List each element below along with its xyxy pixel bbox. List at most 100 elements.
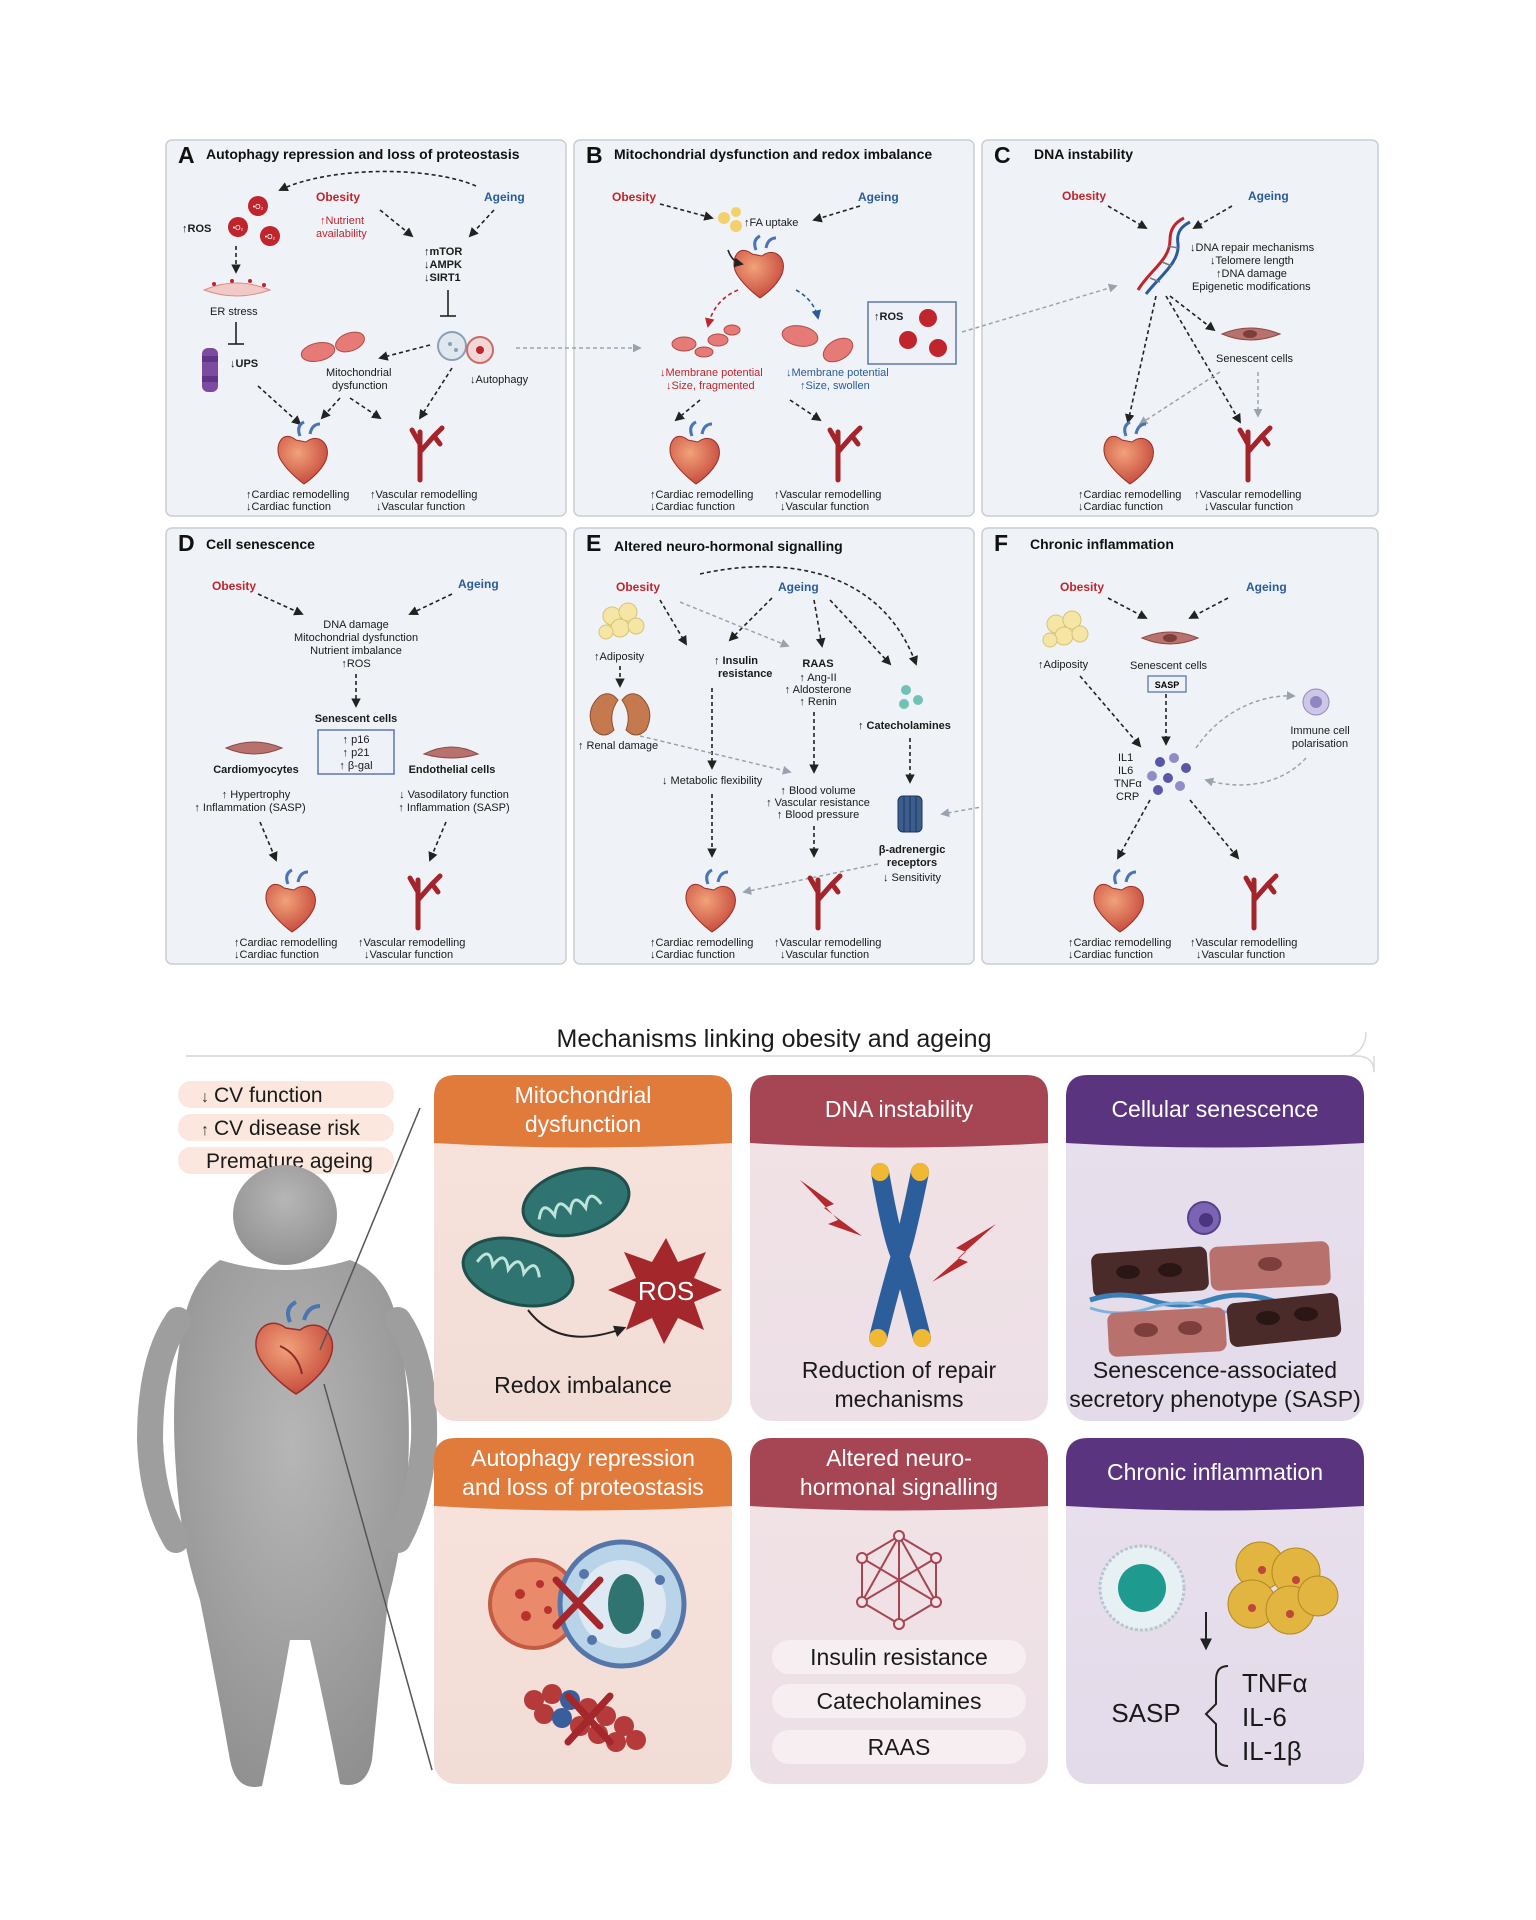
panel-f-crp: CRP (1116, 791, 1139, 803)
ros-label: ROS (638, 1276, 694, 1306)
summary-section: Mechanisms linking obesity and ageing ↓ … (136, 1025, 1375, 1787)
tag-label: CV disease risk (214, 1117, 360, 1140)
panel-a-mtor: ↑mTOR (424, 246, 462, 258)
cross-panel-arrow (961, 283, 1118, 333)
card-mitochondrial-dysfunction: Mitochondrial dysfunction ROS Redox imba… (434, 1075, 732, 1421)
card-neuro-hormonal: Altered neuro- hormonal signalling Insul… (750, 1438, 1048, 1784)
vessel-icon (827, 425, 863, 483)
panel-e-beta-1: β-adrenergic (879, 844, 946, 856)
mitochondrion-icon (461, 1236, 575, 1308)
card-caption: secretory phenotype (SASP) (1069, 1386, 1360, 1412)
endothelial-cell-icon (422, 746, 480, 759)
card-cellular-senescence: Cellular senescence Senescence-associate… (1066, 1075, 1364, 1421)
card-title: dysfunction (525, 1111, 641, 1137)
arrow (727, 249, 744, 268)
card-header (1066, 1438, 1364, 1511)
heart-icon (1093, 868, 1144, 933)
receptor-icon (897, 795, 923, 833)
panel-a-sirt1: ↓SIRT1 (424, 272, 461, 284)
panel-a-ups: ↓UPS (230, 358, 258, 370)
arrow (674, 399, 701, 422)
cytokine-label: IL-6 (1242, 1702, 1287, 1732)
panel-b-vascular-2: ↓Vascular function (780, 501, 869, 513)
panel-b-mp1b: ↓Size, fragmented (666, 380, 755, 392)
tag-cv-disease-risk (178, 1114, 394, 1141)
panel-d-cause-3: Nutrient imbalance (310, 645, 402, 657)
panel-b-obesity: Obesity (612, 190, 656, 204)
panel-f-il1: IL1 (1118, 752, 1133, 764)
panel-a-autophagy: ↓Autophagy (470, 374, 529, 386)
arrow (659, 599, 687, 646)
adipocyte-cluster-icon (1227, 1541, 1339, 1635)
panel-f-title: Chronic inflammation (1030, 536, 1174, 552)
arrow (527, 1309, 627, 1338)
adipocyte-icon (1042, 610, 1089, 648)
mitochondria-icon (300, 331, 365, 362)
panel-d-cardio: Cardiomyocytes (213, 764, 299, 776)
vessel-icon (1243, 873, 1279, 931)
panel-a-mito-1: Mitochondrial (326, 367, 391, 379)
panel-e-title: Altered neuro-hormonal signalling (614, 538, 843, 554)
panel-a-title: Autophagy repression and loss of proteos… (206, 146, 520, 162)
panel-c-ageing: Ageing (1248, 189, 1289, 203)
panel-c-obesity: Obesity (1062, 189, 1106, 203)
marker-box (317, 729, 395, 775)
card-title: Mitochondrial (515, 1082, 652, 1108)
panel-c-senescent: Senescent cells (1216, 353, 1294, 365)
cytokine-label: IL-1β (1242, 1736, 1302, 1766)
panel-c-title: DNA instability (1034, 146, 1133, 162)
panel-c-cardiac-1: ↑Cardiac remodelling (1078, 489, 1181, 501)
pill-catecholamines (772, 1684, 1026, 1718)
arrow (699, 565, 918, 666)
mitochondrion-icon (521, 1166, 631, 1238)
tag-arrow: ↓ (201, 1089, 209, 1106)
panel-a-nutrient-1: ↑Nutrient (320, 215, 364, 227)
panel-e-raas: RAAS (802, 658, 833, 670)
heart-icon (733, 234, 784, 299)
arrow (812, 205, 861, 223)
arrow (1195, 691, 1296, 749)
panel-e-vascular-2: ↓Vascular function (780, 949, 869, 961)
autophagosome-icon (437, 331, 494, 364)
catecholamine-icon (899, 685, 923, 709)
arrow (1107, 205, 1148, 229)
arrow (408, 593, 453, 616)
arrow (257, 593, 304, 616)
arrow (789, 399, 822, 422)
panel-d-ageing: Ageing (458, 577, 499, 591)
ros-burst-icon: ROS (608, 1238, 722, 1344)
heart-icon (669, 420, 720, 485)
panel-b-letter: B (586, 142, 603, 168)
heart-icon (265, 868, 316, 933)
panel-a-er-stress: ER stress (210, 306, 258, 318)
arrow (278, 170, 477, 192)
panel-e-vascular-1: ↑Vascular remodelling (774, 937, 881, 949)
arrow (679, 601, 790, 648)
immune-cell-icon (1187, 1201, 1221, 1235)
arrow (639, 735, 792, 775)
panel-b-ros: ↑ROS (874, 311, 903, 323)
arrow (349, 397, 382, 420)
panel-c: C DNA instability Obesity Ageing ↓DNA re… (516, 139, 1379, 517)
ros-molecules-icon: •O₂ •O₂ •O₂ (228, 196, 280, 246)
blue-arrow (795, 289, 822, 320)
panel-e-letter: E (586, 530, 601, 556)
heart-icon (1103, 420, 1154, 485)
sasp-box (1147, 675, 1187, 693)
panel-c-dna-1: ↓DNA repair mechanisms (1190, 242, 1315, 254)
panel-f-vascular-1: ↑Vascular remodelling (1190, 937, 1297, 949)
card-title: Cellular senescence (1111, 1096, 1318, 1122)
lightning-icon (932, 1224, 996, 1282)
card-title: hormonal signalling (800, 1474, 998, 1500)
panel-d-cause-1: DNA damage (323, 619, 388, 631)
panel-d-cardiac-1: ↑Cardiac remodelling (234, 937, 337, 949)
panel-a-cardiac-1: ↑Cardiac remodelling (246, 489, 349, 501)
panel-b-mp2a: ↓Membrane potential (786, 367, 889, 379)
panel-e-beta-2: receptors (887, 857, 937, 869)
panel-d: D Cell senescence Obesity Ageing DNA dam… (165, 527, 567, 965)
lightning-icon (800, 1180, 862, 1236)
arrow (728, 597, 773, 642)
card-title: Autophagy repression (471, 1445, 695, 1471)
panel-f-letter: F (994, 530, 1008, 556)
red-arrow (705, 289, 739, 328)
